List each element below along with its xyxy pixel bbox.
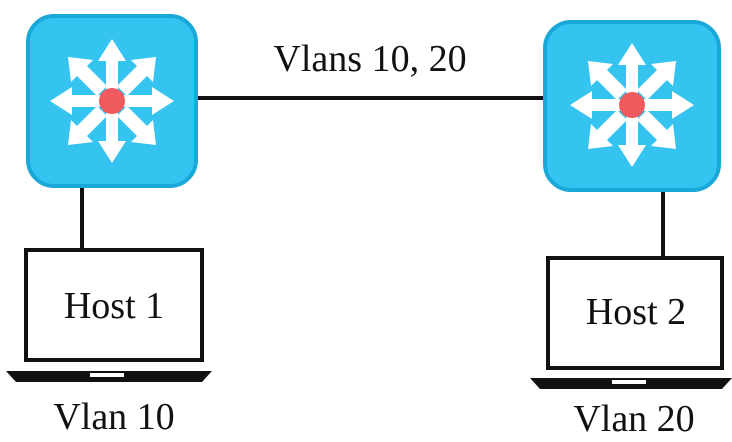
- laptop-icon: [546, 256, 724, 370]
- left-switch: [26, 14, 198, 188]
- laptop-icon: [24, 248, 204, 362]
- vlan-10-label: Vlan 10: [53, 396, 175, 438]
- trunk-vlan-label: Vlans 10, 20: [273, 38, 467, 80]
- host-1-label: Host 1: [63, 285, 165, 327]
- vlan-20-label: Vlan 20: [573, 398, 695, 440]
- left-switch-center-dot: [99, 88, 125, 114]
- right-switch-center-dot: [619, 92, 645, 118]
- right-laptop: [530, 256, 732, 389]
- left-laptop: [6, 248, 212, 382]
- right-switch: [543, 20, 721, 192]
- host-2-label: Host 2: [585, 291, 687, 333]
- right-laptop-trackpad: [612, 380, 646, 384]
- left-laptop-trackpad: [90, 373, 124, 377]
